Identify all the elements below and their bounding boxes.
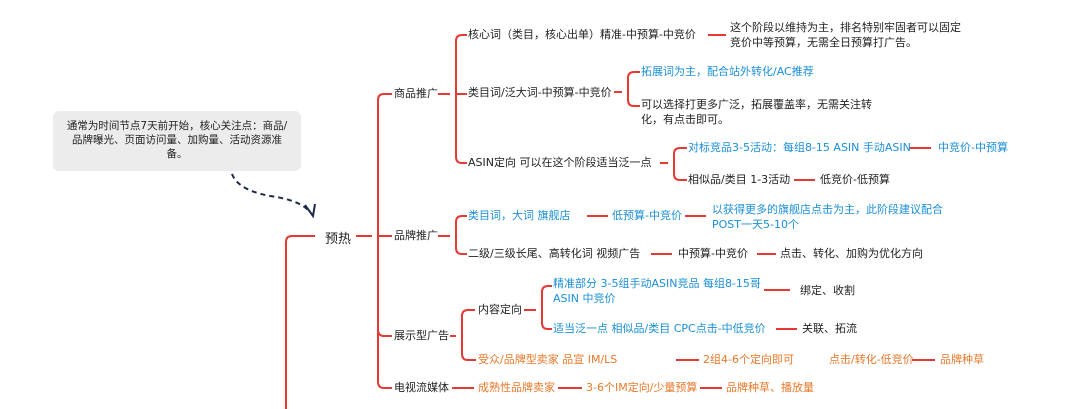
node-brand-longtail: 二级/三级长尾、高转化词 视频广告 (468, 247, 641, 260)
root-node: 预热 (325, 232, 352, 247)
node-tv-result: 品牌种草、播放量 (726, 381, 814, 394)
node-brand-category-desc: 以获得更多的旗舰店点击为主，此阶段建议配合POST一天5-10个 (712, 203, 943, 231)
node-core-keywords: 核心词（类目，核心出单）精准-中预算-中竞价 (468, 28, 696, 41)
node-category-keywords: 类目词/泛大词-中预算-中竞价 (468, 86, 612, 99)
node-asin-targeting: ASIN定向 可以在这个阶段适当泛一点 (468, 156, 652, 169)
node-product-promotion: 商品推广 (394, 87, 438, 100)
node-tv-mature-brand: 成熟性品牌卖家 (478, 381, 555, 394)
node-asin-similar-bid: 低竞价-低预算 (820, 173, 890, 186)
node-display-ads: 展示型广告 (394, 329, 449, 342)
node-audience-bid: 点击/转化-低竞价 (829, 353, 914, 366)
node-category-expand: 拓展词为主，配合站外转化/AC推荐 (641, 65, 814, 78)
note-box: 通常为时间节点7天前开始，核心关注点：商品/品牌曝光、页面访问量、加购量、活动资… (53, 111, 301, 171)
node-audience: 受众/品牌型卖家 品宣 IM/LS (478, 353, 618, 366)
node-core-keywords-desc: 这个阶段以维持为主，排名特别牢固者可以固定竞价中等预算，无需全日预算打广告。 (730, 21, 961, 49)
node-precise-part: 精准部分 3-5组手动ASIN竞品 每组8-15哥 ASIN 中竞价 (553, 277, 761, 305)
node-tv-im-targeting: 3-6个IM定向/少量预算 (586, 381, 698, 394)
node-brand-category-bid: 低预算-中竞价 (612, 209, 682, 222)
node-category-broad: 可以选择打更多广泛，拓展覆盖率，无需关注转化，有点击即可。 (641, 98, 872, 126)
node-brand-promotion: 品牌推广 (394, 229, 438, 242)
node-precise-result: 绑定、收割 (800, 284, 855, 297)
node-asin-similar: 相似品/类目 1-3活动 (688, 173, 791, 186)
node-broad-part: 适当泛一点 相似品/类目 CPC点击-中低竞价 (553, 322, 766, 335)
node-brand-longtail-desc: 点击、转化、加购为优化方向 (780, 247, 923, 260)
node-audience-result: 品牌种草 (940, 353, 984, 366)
node-broad-result: 关联、拓流 (802, 322, 857, 335)
node-asin-competitor-bid: 中竞价-中预算 (938, 141, 1008, 154)
node-tv-streaming: 电视流媒体 (394, 381, 449, 394)
node-brand-category: 类目词，大词 旗舰店 (468, 209, 571, 222)
node-asin-competitor: 对标竞品3-5活动：每组8-15 ASIN 手动ASIN (688, 141, 911, 154)
node-content-targeting: 内容定向 (478, 303, 522, 316)
node-audience-groups: 2组4-6个定向即可 (703, 353, 794, 366)
node-brand-longtail-bid: 中预算-中竞价 (678, 247, 748, 260)
